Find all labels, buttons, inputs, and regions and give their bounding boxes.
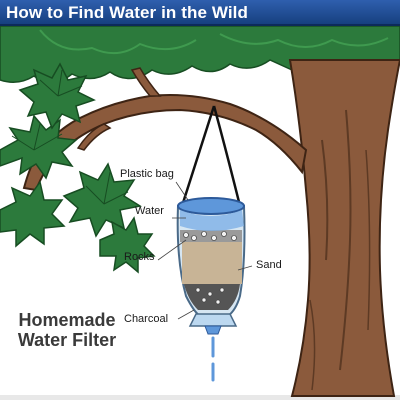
caption-line-2: Water Filter (17, 330, 117, 350)
leaves-left (0, 62, 156, 274)
filter-spout (188, 313, 238, 335)
label-rocks: Rocks (124, 251, 155, 263)
page-title: How to Find Water in the Wild (6, 3, 248, 22)
hanging-string (180, 105, 242, 207)
water-layer (180, 210, 244, 231)
water-surface (177, 197, 245, 215)
label-charcoal: Charcoal (124, 313, 169, 325)
tree-branch (22, 67, 308, 192)
caption-line-1: Homemade (18, 310, 116, 330)
tree-trunk (288, 59, 400, 397)
leaf-veins (11, 69, 129, 205)
sand-layer (182, 242, 242, 284)
filter-bottle (176, 197, 246, 317)
title-banner: How to Find Water in the Wild (0, 0, 400, 26)
ground (0, 395, 400, 400)
label-sand: Sand (256, 259, 282, 271)
diagram-caption: Homemade Water Filter (14, 310, 120, 350)
callout-lines (157, 181, 253, 320)
label-plastic-bag: Plastic bag (120, 168, 174, 180)
label-water: Water (135, 205, 164, 217)
